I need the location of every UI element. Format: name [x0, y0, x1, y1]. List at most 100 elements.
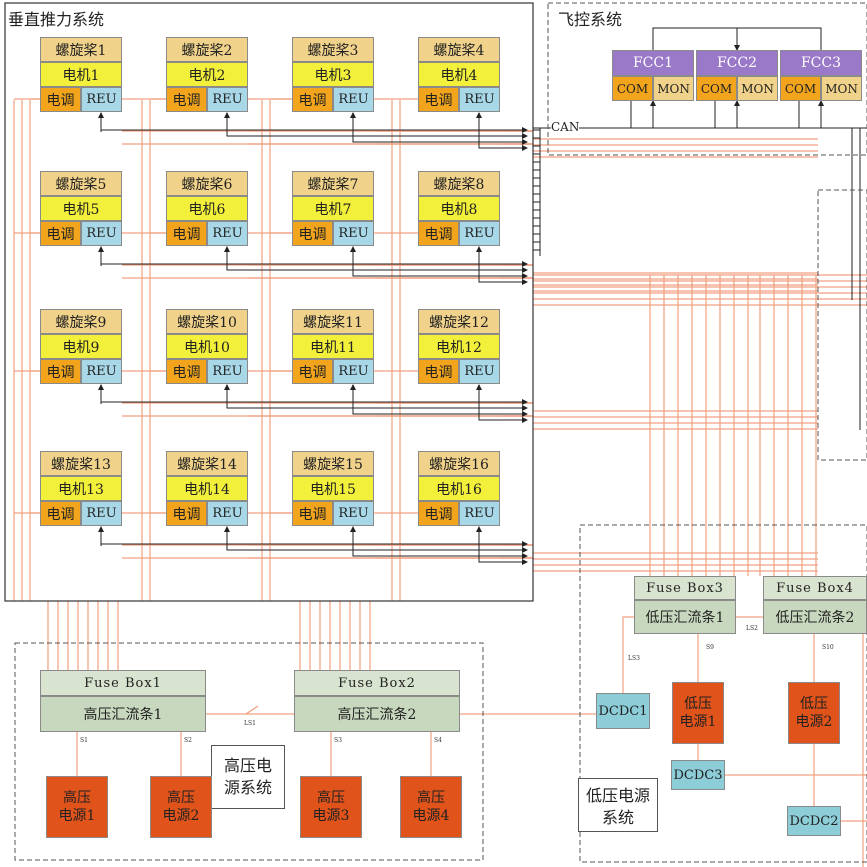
hv-source-4: 高压 电源4 [400, 776, 462, 838]
reu-can-143 [100, 386, 528, 405]
lv-source-2-line1: 低压 [800, 696, 828, 712]
propeller-4: 螺旋桨4 [418, 37, 500, 62]
reu-8: REU [459, 221, 500, 246]
reu-can-145 [352, 386, 528, 417]
esc-13: 电调 [40, 501, 81, 526]
lv-source-2-line2: 电源2 [795, 714, 833, 730]
hv-source-2-line2: 电源2 [162, 808, 200, 824]
hv-source-1-line1: 高压 [63, 790, 91, 806]
switch-label-s10: S10 [822, 644, 834, 651]
hv-power-label-text: 高压电源系统 [223, 756, 272, 797]
lv-power-label-text: 低压电源系统 [585, 786, 650, 827]
motor-1: 电机1 [40, 62, 122, 87]
fcc-3: FCC3 [780, 50, 862, 76]
hv-source-2-line1: 高压 [167, 790, 195, 806]
motor-13: 电机13 [40, 476, 122, 501]
reu-can-135 [100, 114, 528, 133]
dcdc1-lvbus-114 [622, 616, 634, 693]
dcdc-2: DCDC2 [787, 806, 841, 836]
propeller-9: 螺旋桨9 [40, 309, 122, 334]
fcc-3-mon: MON [821, 76, 862, 101]
reu-can-148 [226, 528, 528, 553]
hv-source-4-line1: 高压 [417, 790, 445, 806]
reu-15: REU [333, 501, 374, 526]
reu-6: REU [207, 221, 248, 246]
lv-bus-2: 低压汇流条2 [763, 600, 867, 634]
switch-label-s9: S9 [706, 644, 714, 651]
esc-15: 电调 [292, 501, 333, 526]
esc-6: 电调 [166, 221, 207, 246]
propeller-13: 螺旋桨13 [40, 451, 122, 476]
motor-12: 电机12 [418, 334, 500, 359]
reu-3: REU [333, 87, 374, 112]
switch-label-s2: S2 [184, 737, 192, 744]
switch-label-s3: S3 [334, 737, 342, 744]
esc-16: 电调 [418, 501, 459, 526]
reu-can-136 [226, 114, 528, 139]
motor-9: 电机9 [40, 334, 122, 359]
switch-label-s1: S1 [80, 737, 88, 744]
propeller-6: 螺旋桨6 [166, 171, 248, 196]
hv-source-2: 高压 电源2 [150, 776, 212, 838]
switch-label-ls2: LS2 [746, 625, 758, 632]
esc-1: 电调 [40, 87, 81, 112]
esc-4: 电调 [418, 87, 459, 112]
hv-bus-1: 高压汇流条1 [40, 696, 206, 732]
fuse-box-3: Fuse Box3 [634, 576, 736, 600]
motor-5: 电机5 [40, 196, 122, 221]
hv-source-3-line1: 高压 [317, 790, 345, 806]
esc-12: 电调 [418, 359, 459, 384]
reu-11: REU [333, 359, 374, 384]
fuse-box-2: Fuse Box2 [294, 670, 460, 696]
propeller-3: 螺旋桨3 [292, 37, 374, 62]
flight-control-frame [547, 2, 867, 156]
hv-source-4-line2: 电源4 [412, 808, 450, 824]
hv-source-1: 高压 电源1 [46, 776, 108, 838]
lv-source-1: 低压 电源1 [672, 682, 724, 744]
reu-can-149 [352, 528, 528, 559]
propeller-11: 螺旋桨11 [292, 309, 374, 334]
motor-14: 电机14 [166, 476, 248, 501]
reu-2: REU [207, 87, 248, 112]
reu-can-141 [352, 248, 528, 279]
lv-source-1-line2: 电源1 [679, 714, 717, 730]
hv-bus-switch [245, 705, 259, 715]
motor-7: 电机7 [292, 196, 374, 221]
motor-10: 电机10 [166, 334, 248, 359]
lv-source-2: 低压 电源2 [788, 682, 840, 744]
fcc-1-com: COM [612, 76, 653, 101]
propeller-15: 螺旋桨15 [292, 451, 374, 476]
fcc-3-com: COM [780, 76, 821, 101]
vertical-thrust-frame [4, 2, 534, 602]
motor-6: 电机6 [166, 196, 248, 221]
propeller-14: 螺旋桨14 [166, 451, 248, 476]
esc-7: 电调 [292, 221, 333, 246]
propeller-16: 螺旋桨16 [418, 451, 500, 476]
reu-1: REU [81, 87, 122, 112]
reu-5: REU [81, 221, 122, 246]
reu-can-139 [100, 248, 528, 267]
switch-label-ls3: LS3 [628, 655, 640, 662]
hv-power-label: 高压电源系统 [211, 745, 285, 809]
fcc-2-com: COM [696, 76, 737, 101]
lv-power-label: 低压电源系统 [578, 778, 658, 832]
hv-source-1-line2: 电源1 [58, 808, 96, 824]
esc-10: 电调 [166, 359, 207, 384]
flight-control-label: 飞控系统 [558, 6, 623, 30]
fcc-1: FCC1 [612, 50, 694, 76]
reu-4: REU [459, 87, 500, 112]
fcc-2: FCC2 [696, 50, 778, 76]
motor-16: 电机16 [418, 476, 500, 501]
hv-bus-2: 高压汇流条2 [294, 696, 460, 732]
can-bus-lines [98, 27, 867, 565]
motor-8: 电机8 [418, 196, 500, 221]
vertical-thrust-label: 垂直推力系统 [8, 6, 105, 30]
fcc-1-mon: MON [653, 76, 694, 101]
switch-label-s4: S4 [434, 737, 442, 744]
dcdc-3: DCDC3 [671, 760, 725, 790]
esc-11: 电调 [292, 359, 333, 384]
motor-4: 电机4 [418, 62, 500, 87]
esc-8: 电调 [418, 221, 459, 246]
esc-9: 电调 [40, 359, 81, 384]
